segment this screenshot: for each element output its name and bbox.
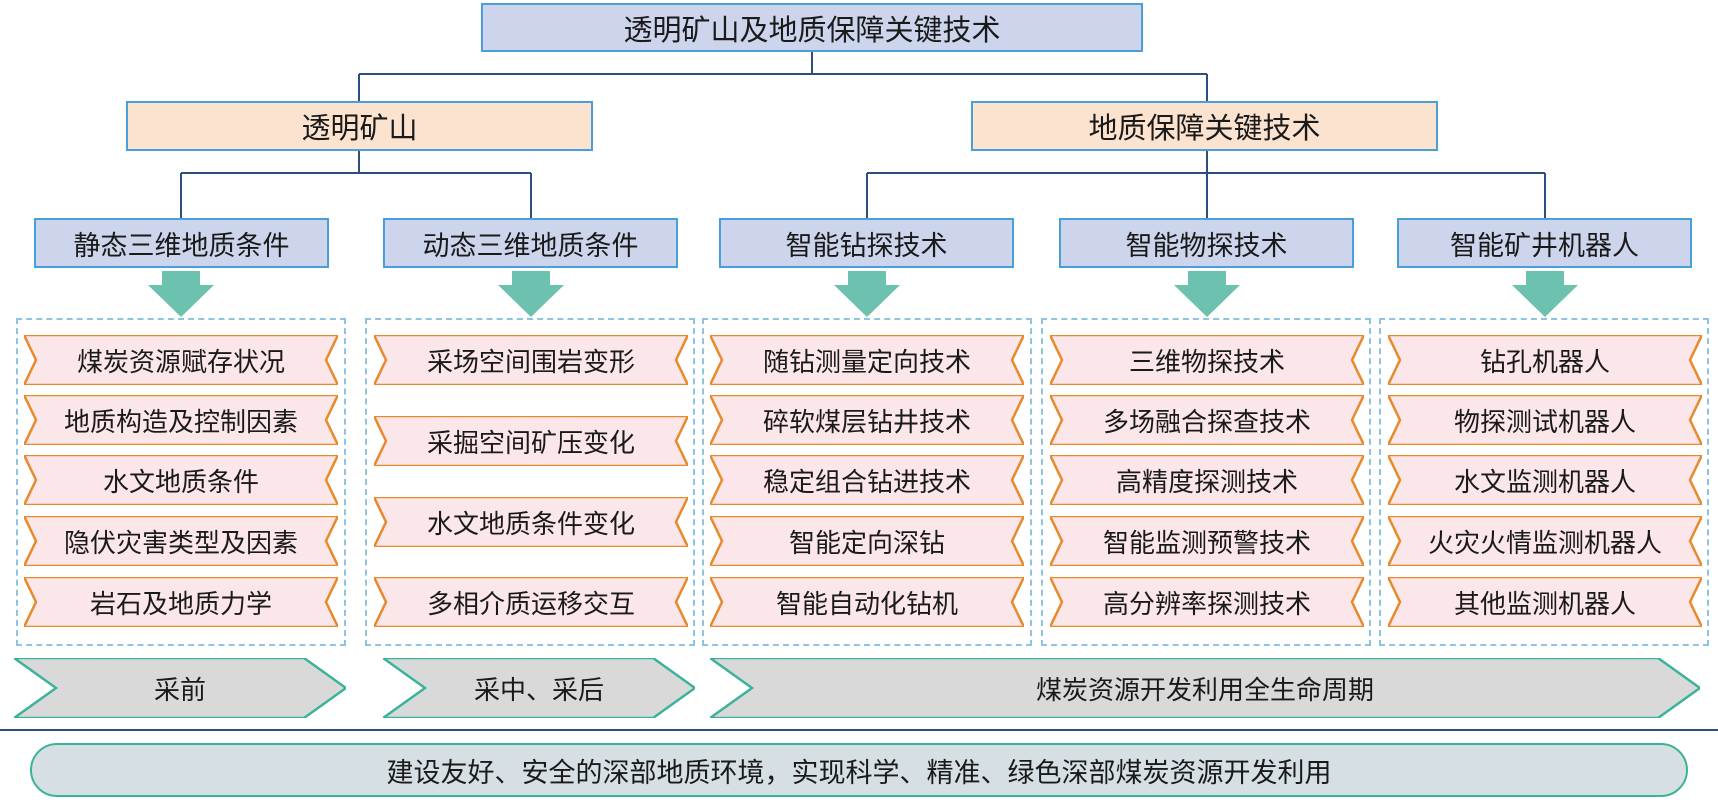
- item-tag: 随钻测量定向技术: [710, 335, 1024, 385]
- phase-chevron-1: 采前: [14, 658, 346, 718]
- category-box-4: 智能物探技术: [1059, 218, 1354, 268]
- item-label: 采场空间围岩变形: [426, 347, 635, 378]
- phase-label: 采中、采后: [473, 675, 604, 706]
- item-label: 稳定组合钻进技术: [762, 467, 971, 498]
- item-tag: 智能定向深钻: [710, 516, 1024, 566]
- item-label: 碎软煤层钻井技术: [762, 407, 971, 438]
- item-label: 三维物探技术: [1128, 347, 1285, 378]
- item-tag: 碎软煤层钻井技术: [710, 395, 1024, 445]
- category-box-5: 智能矿井机器人: [1397, 218, 1692, 268]
- category-items-panel-4: [1041, 318, 1371, 646]
- category-label: 动态三维地质条件: [422, 230, 639, 262]
- category-label: 静态三维地质条件: [73, 230, 290, 262]
- item-label: 钻孔机器人: [1479, 347, 1610, 378]
- phase-chevron-2: 采中、采后: [383, 658, 695, 718]
- item-tag: 智能监测预警技术: [1050, 516, 1364, 566]
- phase-chevron-3: 煤炭资源开发利用全生命周期: [710, 658, 1700, 718]
- phase-label: 煤炭资源开发利用全生命周期: [1035, 675, 1374, 706]
- item-label: 多场融合探查技术: [1102, 407, 1311, 438]
- item-tag: 采掘空间矿压变化: [374, 416, 688, 466]
- goal-text: 建设友好、安全的深部地质环境，实现科学、精准、绿色深部煤炭资源开发利用: [386, 757, 1332, 789]
- down-arrow-icon: [148, 271, 214, 321]
- category-box-2: 动态三维地质条件: [383, 218, 678, 268]
- item-tag: 高精度探测技术: [1050, 455, 1364, 505]
- category-label: 智能矿井机器人: [1450, 230, 1639, 262]
- item-label: 采掘空间矿压变化: [426, 428, 635, 459]
- branch-right-box: 地质保障关键技术: [971, 101, 1438, 151]
- item-label: 高分辨率探测技术: [1102, 589, 1311, 620]
- item-label: 煤炭资源赋存状况: [76, 347, 285, 378]
- category-label: 智能物探技术: [1125, 230, 1288, 262]
- phase-label: 采前: [153, 675, 206, 706]
- category-label: 智能钻探技术: [785, 230, 948, 262]
- category-items-panel-3: [702, 318, 1032, 646]
- item-tag: 多相介质运移交互: [374, 577, 688, 627]
- item-label: 隐伏灾害类型及因素: [63, 528, 298, 559]
- item-label: 智能监测预警技术: [1102, 528, 1311, 559]
- item-label: 火灾火情监测机器人: [1427, 528, 1662, 559]
- down-arrow-icon: [498, 271, 564, 321]
- item-label: 岩石及地质力学: [89, 589, 272, 620]
- category-items-panel-2: [365, 318, 695, 646]
- item-tag: 钻孔机器人: [1388, 335, 1702, 385]
- goal-banner: 建设友好、安全的深部地质环境，实现科学、精准、绿色深部煤炭资源开发利用: [30, 743, 1688, 797]
- root-title-box: 透明矿山及地质保障关键技术: [481, 3, 1143, 52]
- category-box-3: 智能钻探技术: [719, 218, 1014, 268]
- item-tag: 水文地质条件: [24, 455, 338, 505]
- category-items-panel-5: [1379, 318, 1709, 646]
- item-label: 其他监测机器人: [1453, 589, 1636, 620]
- category-box-1: 静态三维地质条件: [34, 218, 329, 268]
- item-label: 智能定向深钻: [788, 528, 945, 559]
- item-tag: 地质构造及控制因素: [24, 395, 338, 445]
- branch-right-label: 地质保障关键技术: [1088, 111, 1321, 145]
- root-title: 透明矿山及地质保障关键技术: [623, 12, 1001, 47]
- divider-line: [0, 729, 1718, 731]
- item-tag: 水文地质条件变化: [374, 497, 688, 547]
- item-tag: 隐伏灾害类型及因素: [24, 516, 338, 566]
- branch-left-label: 透明矿山: [301, 111, 418, 145]
- item-label: 水文监测机器人: [1453, 467, 1636, 498]
- item-tag: 煤炭资源赋存状况: [24, 335, 338, 385]
- item-label: 物探测试机器人: [1453, 407, 1636, 438]
- item-tag: 采场空间围岩变形: [374, 335, 688, 385]
- item-tag: 多场融合探查技术: [1050, 395, 1364, 445]
- item-label: 随钻测量定向技术: [762, 347, 971, 378]
- item-label: 高精度探测技术: [1115, 467, 1298, 498]
- item-tag: 三维物探技术: [1050, 335, 1364, 385]
- down-arrow-icon: [1174, 271, 1240, 321]
- item-label: 地质构造及控制因素: [63, 407, 298, 438]
- item-tag: 其他监测机器人: [1388, 577, 1702, 627]
- item-tag: 物探测试机器人: [1388, 395, 1702, 445]
- item-label: 智能自动化钻机: [775, 589, 958, 620]
- down-arrow-icon: [834, 271, 900, 321]
- item-tag: 岩石及地质力学: [24, 577, 338, 627]
- item-label: 水文地质条件: [102, 467, 259, 498]
- down-arrow-icon: [1512, 271, 1578, 321]
- category-items-panel-1: [16, 318, 346, 646]
- item-tag: 智能自动化钻机: [710, 577, 1024, 627]
- branch-left-box: 透明矿山: [126, 101, 593, 151]
- item-tag: 水文监测机器人: [1388, 455, 1702, 505]
- item-tag: 高分辨率探测技术: [1050, 577, 1364, 627]
- item-tag: 火灾火情监测机器人: [1388, 516, 1702, 566]
- item-label: 水文地质条件变化: [426, 509, 635, 540]
- item-label: 多相介质运移交互: [426, 589, 635, 620]
- item-tag: 稳定组合钻进技术: [710, 455, 1024, 505]
